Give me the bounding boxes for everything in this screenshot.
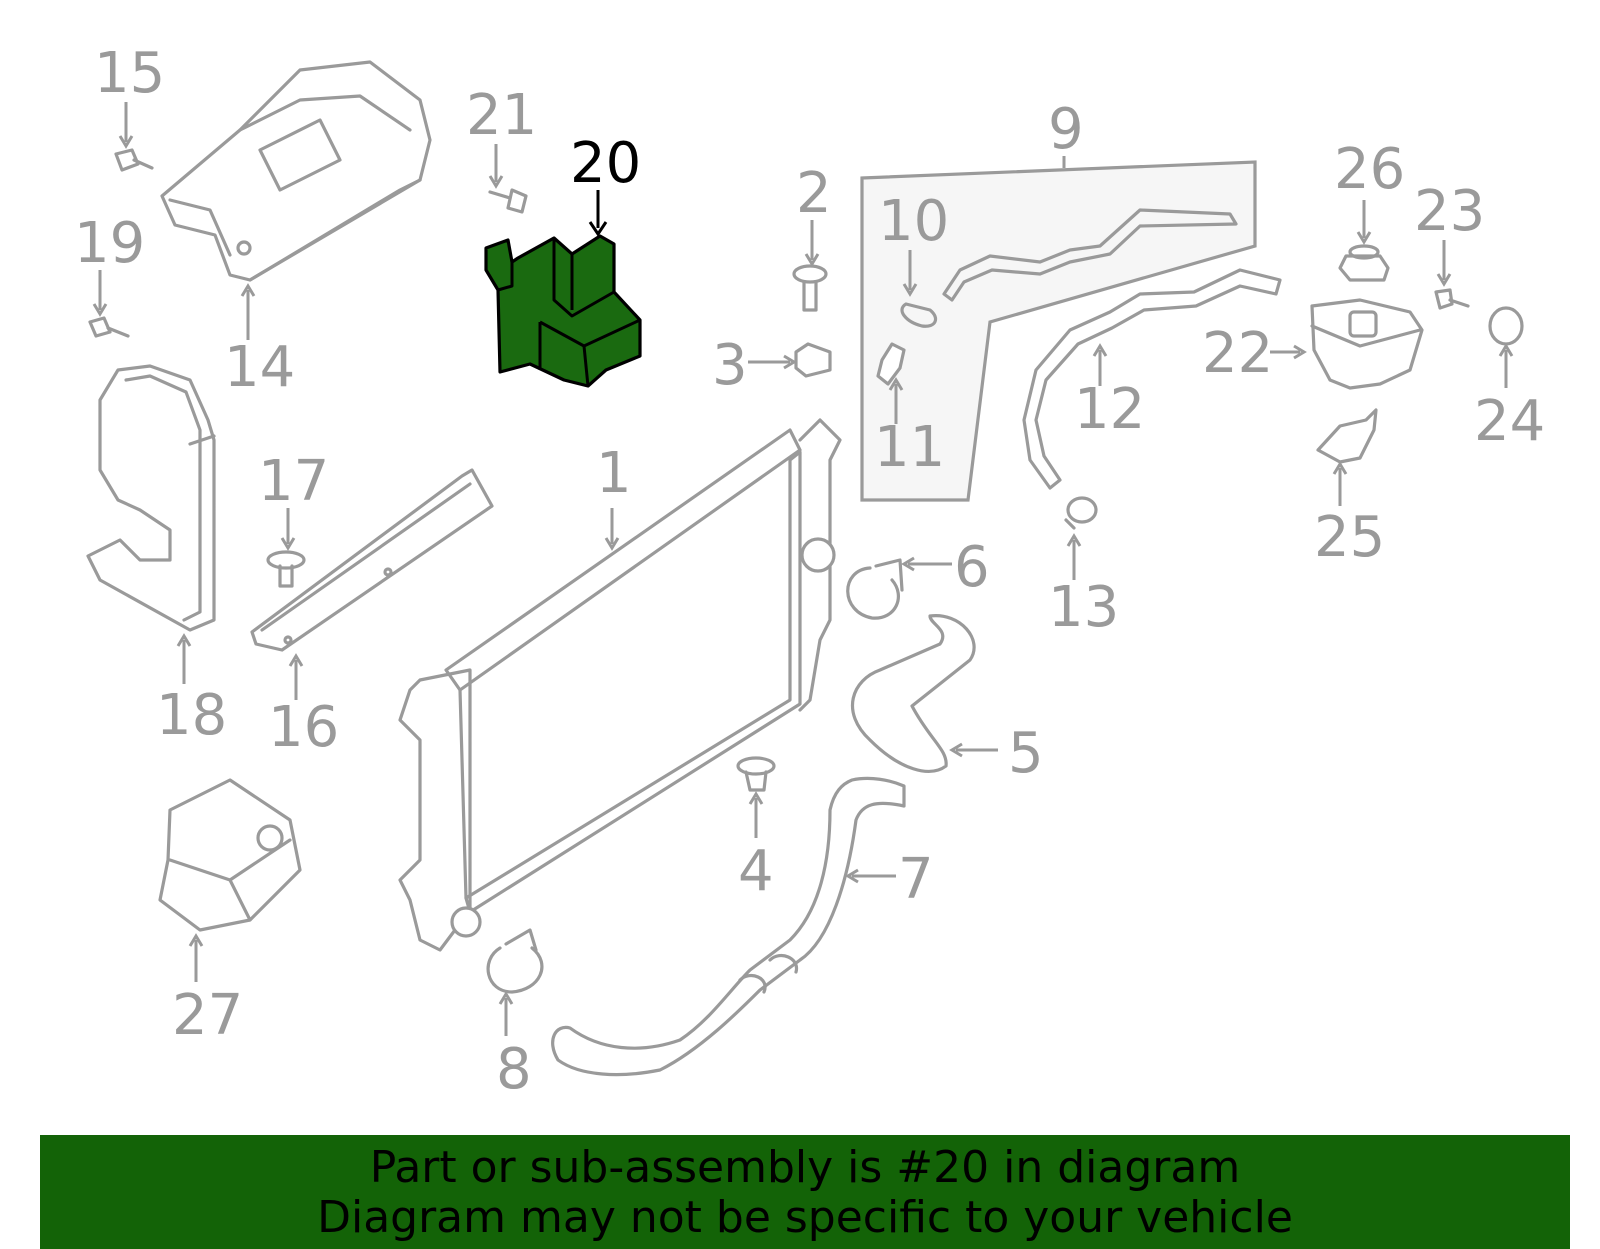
part-19-bolt [88, 316, 130, 338]
part-26-cap [1338, 244, 1390, 282]
callout-12: 12 [1074, 377, 1145, 442]
part-22-reservoir [1310, 298, 1424, 390]
callout-19: 19 [74, 211, 145, 276]
part-24-plug [1488, 306, 1524, 346]
callout-25: 25 [1314, 505, 1385, 570]
callout-numbers: 1 2 3 4 5 6 7 8 9 10 11 12 13 14 15 16 1… [74, 41, 1545, 1102]
callout-4: 4 [738, 839, 774, 904]
callout-15: 15 [94, 41, 165, 106]
callout-18: 18 [156, 683, 227, 748]
banner-line-2: Diagram may not be specific to your vehi… [317, 1192, 1293, 1243]
callout-22: 22 [1202, 321, 1273, 386]
part-9-hose [942, 208, 1238, 302]
callout-1: 1 [596, 441, 632, 506]
part-13-clamp [1064, 496, 1098, 530]
part-14-engine-cover [160, 60, 432, 282]
part-5-hose [851, 614, 976, 773]
banner-line-1: Part or sub-assembly is #20 in diagram [369, 1142, 1241, 1193]
callout-11: 11 [874, 415, 945, 480]
callout-3: 3 [712, 333, 748, 398]
part-6-clamp [846, 558, 904, 620]
part-25-bracket [1316, 408, 1378, 464]
part-23-bolt [1434, 288, 1470, 310]
part-11-bracket [876, 342, 906, 386]
part-16-bracket [250, 468, 494, 652]
leader-lines [92, 102, 1514, 1036]
part-12-hose [1022, 268, 1282, 490]
part-10-clamp [900, 302, 938, 328]
callout-6: 6 [954, 535, 990, 600]
callout-16: 16 [268, 695, 339, 760]
callout-21: 21 [466, 83, 537, 148]
callout-10: 10 [878, 189, 949, 254]
part-2-clip [792, 264, 828, 312]
part-7-hose [551, 776, 906, 1077]
callout-14: 14 [224, 335, 295, 400]
part-8-clamp [486, 928, 544, 994]
callout-2: 2 [796, 161, 832, 226]
part-27-module [158, 778, 302, 932]
info-banner: Part or sub-assembly is #20 in diagram D… [40, 1135, 1570, 1249]
callout-9: 9 [1048, 97, 1084, 162]
callout-17: 17 [258, 449, 329, 514]
part-3-clip [794, 342, 832, 378]
part-9-kit-outline [860, 160, 1257, 502]
part-17-clip [266, 550, 306, 588]
part-20-highlighted [484, 234, 642, 388]
part-18-seal [86, 364, 216, 632]
part-4-plug [736, 756, 776, 792]
part-15-bolt [114, 148, 154, 172]
part-1-radiator [398, 418, 842, 952]
callout-8: 8 [496, 1037, 532, 1102]
callout-27: 27 [172, 983, 243, 1048]
callout-26: 26 [1334, 137, 1405, 202]
callout-5: 5 [1008, 721, 1044, 786]
callout-13: 13 [1048, 575, 1119, 640]
part-21-bolt [488, 188, 528, 214]
callout-23: 23 [1414, 179, 1485, 244]
callout-24: 24 [1474, 389, 1545, 454]
callout-7: 7 [898, 847, 934, 912]
callout-20: 20 [570, 131, 641, 196]
